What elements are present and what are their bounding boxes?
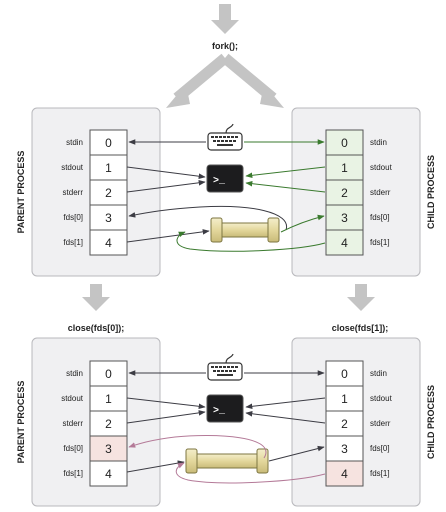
fd-name: fds[1] xyxy=(63,469,83,478)
fd-number: 1 xyxy=(341,392,348,406)
fd-number: 1 xyxy=(341,161,348,175)
fd-name: stderr xyxy=(370,188,391,197)
fd-name: fds[1] xyxy=(370,238,390,247)
fd-number: 2 xyxy=(341,186,348,200)
fd-name: fds[0] xyxy=(63,444,83,453)
child-arrows-top xyxy=(176,139,326,252)
fd-number: 0 xyxy=(341,367,348,381)
fd-name: fds[0] xyxy=(370,444,390,453)
fd-number: 1 xyxy=(105,161,112,175)
child-process-label-top: CHILD PROCESS xyxy=(426,155,436,229)
fd-name: stderr xyxy=(63,188,84,197)
fd-name: stderr xyxy=(63,419,84,428)
fd-name: stdout xyxy=(370,394,393,403)
child-arrows-bottom xyxy=(175,370,326,484)
fd-name: fds[1] xyxy=(370,469,390,478)
fd-number: 3 xyxy=(341,211,348,225)
fork-label: fork(); xyxy=(212,41,238,51)
closed-fd-cell xyxy=(325,460,364,487)
pipe-icon xyxy=(210,217,280,243)
fd-number: 0 xyxy=(341,136,348,150)
terminal-icon: >_ xyxy=(206,394,244,423)
fd-name: stdout xyxy=(370,163,393,172)
fd-name: stdin xyxy=(370,138,387,147)
parent-arrows-top xyxy=(126,139,287,243)
keyboard-icon xyxy=(207,123,243,151)
terminal-prompt: >_ xyxy=(213,406,226,417)
terminal-icon: >_ xyxy=(206,164,244,193)
fd-name: stdin xyxy=(66,138,83,147)
fd-number: 2 xyxy=(105,186,112,200)
fd-number: 3 xyxy=(105,211,112,225)
pipe-icon xyxy=(185,448,269,474)
fd-number: 1 xyxy=(105,392,112,406)
fd-number: 0 xyxy=(105,367,112,381)
fd-number: 4 xyxy=(341,467,348,481)
fd-name: stdin xyxy=(66,369,83,378)
terminal-prompt: >_ xyxy=(213,176,226,187)
fd-number: 3 xyxy=(341,442,348,456)
fd-name: fds[0] xyxy=(63,213,83,222)
fd-number: 2 xyxy=(105,417,112,431)
child-fd-table-top: stdin stdout stderr fds[0] fds[1] 0 1 2 … xyxy=(325,129,393,256)
fd-number: 0 xyxy=(105,136,112,150)
fd-name: stdout xyxy=(61,394,84,403)
keyboard-icon xyxy=(207,353,243,381)
fd-number: 4 xyxy=(341,236,348,250)
fd-name: stderr xyxy=(370,419,391,428)
fd-number: 4 xyxy=(105,467,112,481)
parent-fd-table-top: stdin stdout stderr fds[0] fds[1] 0 1 2 … xyxy=(61,129,128,256)
child-process-label-bottom: CHILD PROCESS xyxy=(426,385,436,459)
fd-name: stdin xyxy=(370,369,387,378)
fd-number: 4 xyxy=(105,236,112,250)
parent-fd-table-bottom: stdin stdout stderr fds[0] fds[1] 0 1 2 … xyxy=(61,360,128,487)
parent-process-label-top: PARENT PROCESS xyxy=(16,151,26,234)
child-continue-arrow xyxy=(347,284,375,311)
parent-continue-arrow xyxy=(82,284,110,311)
fork-split-arrows xyxy=(166,53,284,108)
child-fd-table-bottom: stdin stdout stderr fds[0] fds[1] 0 1 2 … xyxy=(325,360,393,487)
fd-name: fds[0] xyxy=(370,213,390,222)
fd-number: 3 xyxy=(105,442,112,456)
parent-process-label-bottom: PARENT PROCESS xyxy=(16,381,26,464)
fd-name: fds[1] xyxy=(63,238,83,247)
close-parent-label: close(fds[0]); xyxy=(68,323,125,333)
parent-arrows-bottom xyxy=(126,370,267,473)
close-child-label: close(fds[1]); xyxy=(332,323,389,333)
fd-name: stdout xyxy=(61,163,84,172)
fd-number: 2 xyxy=(341,417,348,431)
fork-arrow-down xyxy=(211,4,239,34)
